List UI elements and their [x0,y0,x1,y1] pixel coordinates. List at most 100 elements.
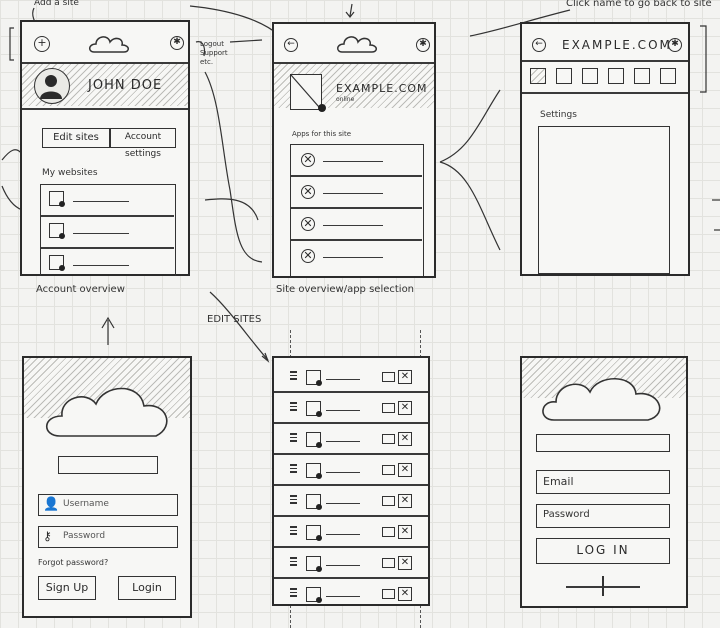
websites-list [40,184,176,276]
x-icon[interactable]: ✕ [398,525,412,539]
plus-icon[interactable]: + [34,36,50,52]
username-field[interactable]: 👤 Username [38,494,178,516]
site-status: online [336,96,355,103]
app-icon[interactable]: ✕ [301,185,315,199]
x-icon[interactable]: ✕ [398,587,412,601]
edit-icon[interactable] [382,434,395,444]
app-tab[interactable] [530,68,546,84]
cloud-icon [89,36,129,53]
app-icon[interactable]: ✕ [301,217,315,231]
x-icon[interactable]: ✕ [398,556,412,570]
logo-field [536,434,670,452]
x-icon[interactable]: ✕ [398,370,412,384]
password-field[interactable]: ⚷ Password [38,526,178,548]
app-tab[interactable] [582,68,598,84]
edit-icon[interactable] [382,589,395,599]
edit-icon[interactable] [382,465,395,475]
drag-handle-icon[interactable] [290,588,297,599]
site-thumbnail [306,401,321,416]
table-row[interactable]: ✕ [274,579,428,610]
email-placeholder: Email [543,475,574,488]
email-field[interactable]: Email [536,470,670,494]
user-icon: 👤 [43,497,60,512]
edit-icon[interactable] [382,527,395,537]
x-icon[interactable]: ✕ [398,432,412,446]
avatar [34,68,70,104]
logo-field [58,456,158,474]
password-field[interactable]: Password [536,504,670,528]
app-tab[interactable] [556,68,572,84]
edit-icon[interactable] [382,403,395,413]
site-name-link[interactable]: EXAMPLE.COM [562,38,672,52]
edit-icon[interactable] [382,496,395,506]
my-websites-label: My websites [42,168,98,178]
x-icon[interactable]: ✕ [398,463,412,477]
key-icon: ⚷ [43,529,52,543]
drag-handle-icon[interactable] [290,557,297,568]
table-row[interactable]: ✕ [274,393,428,424]
app-tab[interactable] [608,68,624,84]
forgot-password-link[interactable]: Forgot password? [38,558,109,567]
login-button[interactable]: Login [118,576,176,600]
table-row[interactable]: ✕ [274,486,428,517]
back-arrow-icon[interactable]: ← [532,38,546,52]
table-row[interactable]: ✕ [274,548,428,579]
site-name[interactable]: EXAMPLE.COM [336,82,428,95]
annotation-click-name: Click name to go back to site [566,0,712,9]
cloud-icon [337,36,377,53]
drag-handle-icon[interactable] [290,526,297,537]
drag-handle-icon[interactable] [290,495,297,506]
site-thumbnail [306,494,321,509]
drag-handle-icon[interactable] [290,371,297,382]
site-thumbnail [306,370,321,385]
drag-handle-icon[interactable] [290,402,297,413]
back-arrow-icon[interactable]: ← [284,38,298,52]
login-button[interactable]: LOG IN [536,538,670,564]
site-thumbnail [290,74,322,110]
app-tab[interactable] [660,68,676,84]
phone-account-overview: + ✱ JOHN DOE Edit sites Account settings… [20,20,190,276]
annotation-add-site: Add a site [34,0,79,8]
apps-label: Apps for this site [292,130,352,138]
site-thumbnail [306,432,321,447]
cloud-icon [45,387,168,437]
table-row[interactable]: ✕ [274,517,428,548]
gear-icon[interactable]: ✱ [416,38,430,52]
site-thumbnail [306,556,321,571]
site-thumbnail [306,587,321,602]
settings-panel [538,126,670,274]
edit-icon[interactable] [382,558,395,568]
app-icon[interactable]: ✕ [301,153,315,167]
table-row[interactable]: ✕ [274,362,428,393]
table-row[interactable]: ✕ [274,424,428,455]
x-icon[interactable]: ✕ [398,401,412,415]
annotation-logout-support: Logout Support etc. [200,40,228,66]
app-icon[interactable]: ✕ [301,249,315,263]
cloud-icon [542,378,661,421]
x-icon[interactable]: ✕ [398,494,412,508]
gear-icon[interactable]: ✱ [668,38,682,52]
caption-account-overview: Account overview [36,284,125,295]
caption-site-overview: Site overview/app selection [276,284,415,295]
phone-site-settings: ← EXAMPLE.COM ✱ Settings [520,22,690,276]
edit-sites-button[interactable]: Edit sites [42,128,110,148]
site-thumbnail [306,525,321,540]
edit-icon[interactable] [382,372,395,382]
account-settings-button[interactable]: Account settings [110,128,176,159]
password-placeholder: Password [543,509,590,520]
drag-handle-icon[interactable] [290,433,297,444]
phone-site-overview: ← ✱ EXAMPLE.COM online Apps for this sit… [272,22,436,278]
table-row[interactable]: ✕ [274,455,428,486]
drag-handle-icon[interactable] [290,464,297,475]
phone-login-large: Email Password LOG IN [520,356,688,608]
gear-icon[interactable]: ✱ [170,36,184,50]
app-tab[interactable] [634,68,650,84]
signup-button[interactable]: Sign Up [38,576,96,600]
phone-edit-sites: ✕ ✕ ✕ ✕ ✕ ✕ ✕ ✕ [272,356,430,606]
apps-list: ✕ ✕ ✕ ✕ [290,144,424,276]
username-placeholder: Username [63,499,109,509]
phone-login: 👤 Username ⚷ Password Forgot password? S… [22,356,192,618]
site-thumbnail [306,463,321,478]
settings-label: Settings [540,110,577,120]
